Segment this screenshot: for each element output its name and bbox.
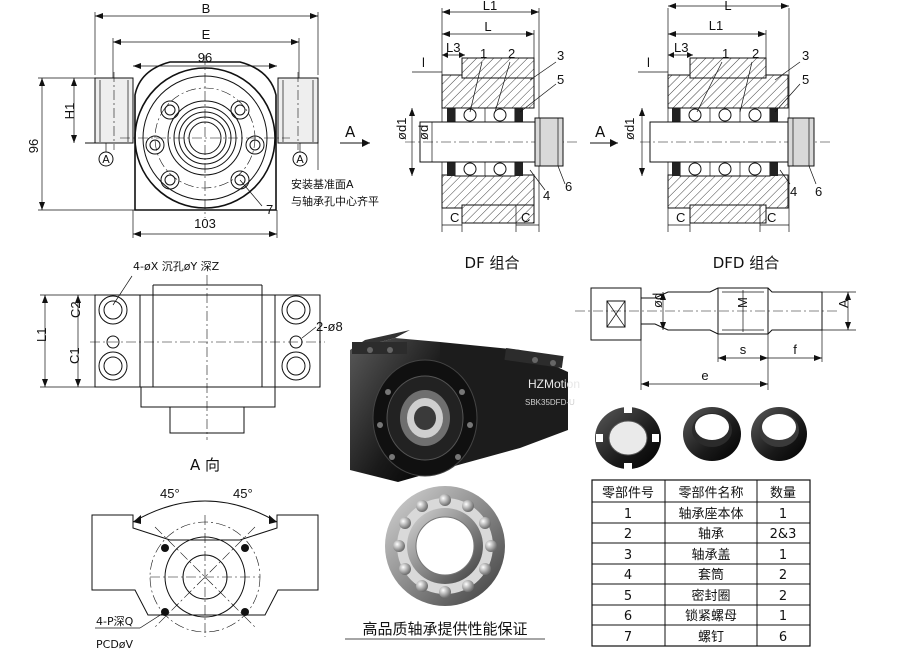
dim-c2: C2 — [68, 301, 83, 318]
df-dim-d: ød — [416, 125, 431, 140]
dfd-dim-c-left: C — [676, 210, 685, 225]
table-cell: 套筒 — [698, 567, 724, 583]
table-cell: 2 — [624, 527, 632, 542]
df-part-3: 3 — [557, 48, 564, 63]
angle-left: 45° — [160, 486, 180, 501]
pin-note: 2-ø8 — [316, 319, 343, 334]
df-arrow-a: A — [345, 123, 356, 141]
datum-note-line2: 与轴承孔中心齐平 — [291, 194, 379, 208]
shaft-end-view: ød M A s f e — [575, 287, 856, 390]
table-cell: 1 — [779, 609, 787, 624]
dfd-arrow-a: A — [595, 123, 606, 141]
a-direction-view: A 向 45° 45° 4-P深Q PCDøV — [91, 456, 319, 651]
front-screw-holes — [145, 100, 265, 190]
dfd-dim-l3: L3 — [674, 40, 688, 55]
a-view-caption: A 向 — [190, 456, 220, 474]
df-dim-l3: L3 — [446, 40, 460, 55]
df-dim-small-l: l — [422, 55, 425, 70]
df-part-5: 5 — [557, 72, 564, 87]
df-dim-d1: ød1 — [394, 118, 409, 140]
dfd-part-2: 2 — [752, 46, 759, 61]
shaft-dim-d: ød — [650, 293, 665, 308]
table-cell: 7 — [624, 630, 632, 645]
table-cell: 1 — [624, 507, 632, 522]
top-view: 4-øX 沉孔øY 深Z 2-ø8 C2 C1 L1 — [34, 260, 343, 440]
table-cell: 1 — [779, 507, 787, 522]
table-cell: 2 — [779, 589, 787, 604]
angle-right: 45° — [233, 486, 253, 501]
dim-c1: C1 — [67, 347, 82, 364]
dim-103-label: 103 — [194, 216, 216, 231]
shaft-dim-f: f — [793, 342, 797, 357]
dim-l1-top: L1 — [34, 328, 49, 342]
table-cell: 轴承盖 — [691, 548, 730, 563]
table-header-part-no: 零部件号 — [602, 486, 654, 501]
dfd-part-5: 5 — [802, 72, 809, 87]
table-cell: 1 — [779, 548, 787, 563]
dfd-dim-small-l: l — [647, 55, 650, 70]
df-dim-c-right: C — [521, 210, 530, 225]
dfd-part-4: 4 — [790, 184, 797, 199]
dfd-part-3: 3 — [802, 48, 809, 63]
table-cell: 螺钉 — [698, 630, 724, 645]
table-cell: 6 — [624, 609, 632, 624]
datum-note-line1: 安装基准面A — [291, 177, 354, 191]
shaft-dim-e: e — [701, 368, 708, 383]
hole-note: 4-øX 沉孔øY 深Z — [133, 260, 220, 273]
table-cell: 5 — [624, 589, 632, 604]
shaft-dim-m: M — [735, 297, 750, 308]
dfd-section-view: L L1 L3 l — [590, 0, 830, 272]
table-cell: 轴承座本体 — [678, 507, 743, 522]
product-model: SBK35DFD-U — [525, 398, 575, 407]
bearing-photo: 高品质轴承提供性能保证 — [345, 486, 545, 640]
bearing-balls — [393, 494, 497, 598]
dfd-part-1: 1 — [722, 46, 729, 61]
datum-a-left: A — [102, 153, 110, 166]
pcd-note: PCDøV — [96, 638, 134, 651]
table-cell: 2 — [779, 568, 787, 583]
table-cell: 轴承 — [698, 527, 724, 542]
front-view: B E 96 96 H1 — [26, 1, 379, 238]
table-cell: 6 — [779, 630, 787, 645]
dfd-dim-l: L — [724, 0, 731, 13]
dim-b-label: B — [202, 1, 211, 16]
shaft-dim-a: A — [836, 299, 851, 308]
dfd-dim-c-right: C — [767, 210, 776, 225]
df-part-1: 1 — [480, 46, 487, 61]
datum-a-right: A — [296, 153, 304, 166]
dfd-caption: DFD 组合 — [713, 254, 780, 272]
df-dim-l1: L1 — [483, 0, 497, 13]
table-header-qty: 数量 — [770, 486, 796, 501]
table-header-part-name: 零部件名称 — [678, 485, 743, 501]
dfd-dim-l1: L1 — [709, 18, 723, 33]
dfd-dim-d1: ød1 — [622, 118, 637, 140]
dfd-part-6: 6 — [815, 184, 822, 199]
callout-7: 7 — [266, 202, 273, 217]
df-caption: DF 组合 — [465, 254, 520, 272]
dim-h1-label: H1 — [62, 103, 77, 120]
shaft-dim-s: s — [740, 342, 747, 357]
df-part-6: 6 — [565, 179, 572, 194]
table-cell: 2&3 — [770, 527, 797, 542]
dim-e-label: E — [202, 27, 211, 42]
thread-note: 4-P深Q — [96, 615, 134, 628]
df-dim-l: L — [484, 19, 491, 34]
df-section-view: L1 L L3 l — [340, 0, 580, 272]
table-cell: 3 — [624, 548, 632, 563]
product-brand: HZMotion — [528, 377, 580, 391]
table-cell: 锁紧螺母 — [685, 608, 737, 624]
dim-96-side-label: 96 — [26, 139, 41, 153]
table-cell: 密封圈 — [691, 588, 730, 604]
df-dim-c-left: C — [450, 210, 459, 225]
df-part-2: 2 — [508, 46, 515, 61]
table-cell: 4 — [624, 568, 632, 583]
product-photo: HZMotion SBK35DFD-U — [350, 330, 580, 482]
bearing-caption: 高品质轴承提供性能保证 — [362, 620, 527, 638]
df-part-4: 4 — [543, 188, 550, 203]
accessory-photos — [595, 407, 807, 469]
parts-table: 零部件号 零部件名称 数量 1 轴承座本体 1 2 轴承 2&3 3 轴承盖 1… — [591, 479, 811, 647]
